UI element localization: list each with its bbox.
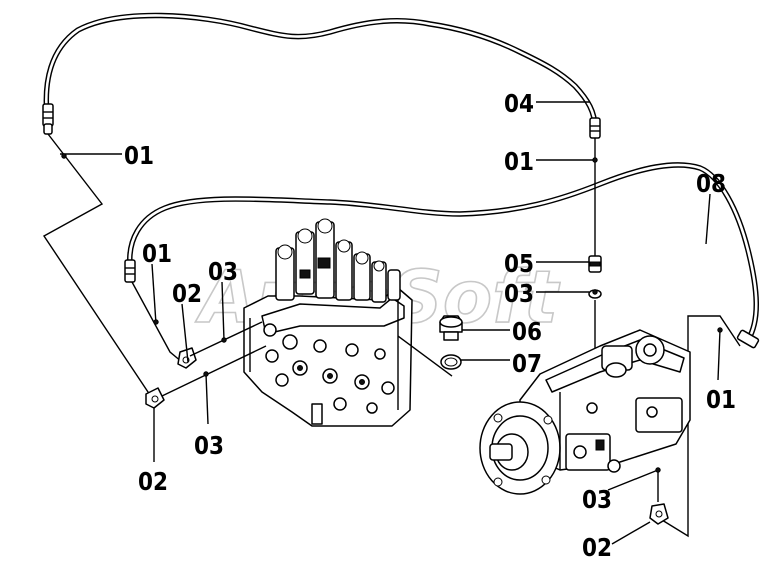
- callout-02-mid: 02: [172, 279, 202, 308]
- tube-01-center-left: [131, 281, 183, 363]
- hose-08-left-fitting: [124, 259, 136, 283]
- hose-04-right-fitting: [589, 117, 601, 139]
- callout-03-center: 03: [504, 279, 534, 308]
- tube-01-right: [661, 315, 741, 538]
- callout-08: 08: [696, 169, 726, 198]
- callout-03-pump: 03: [582, 485, 612, 514]
- callout-03-valve-top: 03: [208, 257, 238, 286]
- hose-08: [127, 162, 759, 343]
- leader-dots: [61, 153, 723, 473]
- callout-05: 05: [504, 249, 534, 278]
- control-valve-block: [243, 218, 413, 427]
- callout-06: 06: [512, 317, 542, 346]
- callout-03-valve-bottom: 03: [194, 431, 224, 460]
- callout-01-left: 01: [142, 239, 172, 268]
- callout-04: 04: [504, 89, 534, 118]
- main-pump: [479, 329, 691, 495]
- part-02-elbow-bottom-right: [649, 503, 669, 525]
- tube-01-left: [42, 133, 153, 399]
- part-02-elbow-left: [145, 387, 165, 409]
- hose-04-left-fitting: [42, 103, 54, 135]
- hose-04: [43, 12, 598, 131]
- callout-01-right: 01: [706, 385, 736, 414]
- callout-02-left: 02: [138, 467, 168, 496]
- callout-01-top-left: 01: [124, 141, 154, 170]
- callout-07: 07: [512, 349, 542, 378]
- callout-01-center: 01: [504, 147, 534, 176]
- part-05-nipple: [588, 255, 602, 273]
- part-06-plug: [439, 315, 463, 341]
- hose-08-right-fitting: [736, 329, 760, 349]
- part-07-oring: [440, 354, 462, 370]
- callout-02-bottom-right: 02: [582, 533, 612, 562]
